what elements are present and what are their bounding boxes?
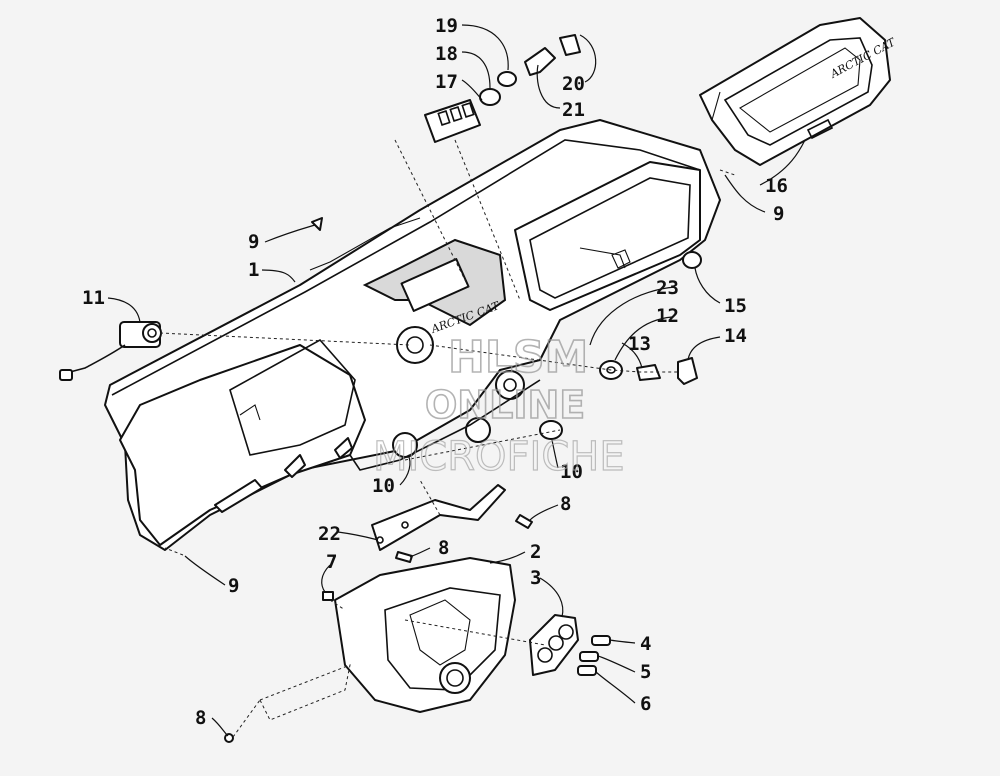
callout-17: 17 bbox=[435, 71, 458, 93]
callout-labels: 19 18 17 20 21 16 9 9 1 11 23 15 12 13 1… bbox=[82, 15, 788, 729]
assembly-lines bbox=[159, 139, 736, 738]
callout-22: 22 bbox=[318, 523, 341, 545]
callout-9-top: 9 bbox=[248, 231, 259, 253]
callout-3: 3 bbox=[530, 567, 541, 589]
knob-10 bbox=[539, 420, 563, 440]
switch-18 bbox=[479, 88, 501, 106]
callout-7: 7 bbox=[326, 551, 337, 573]
trim-cover-16 bbox=[699, 17, 891, 166]
watermark-line2: ONLINE bbox=[425, 383, 585, 427]
callout-11: 11 bbox=[82, 287, 105, 309]
screw-9 bbox=[311, 217, 323, 231]
bulb-6 bbox=[577, 665, 597, 676]
callout-10-left: 10 bbox=[372, 475, 395, 497]
callout-12: 12 bbox=[656, 305, 679, 327]
watermark-line3: MICROFICHE bbox=[373, 434, 625, 480]
callout-21: 21 bbox=[562, 99, 585, 121]
callout-14: 14 bbox=[724, 325, 747, 347]
switch-19 bbox=[497, 71, 517, 87]
screw-8c bbox=[224, 733, 234, 743]
callout-15: 15 bbox=[724, 295, 747, 317]
key-13 bbox=[636, 364, 661, 381]
leader-lines bbox=[107, 24, 806, 737]
dash-panel bbox=[104, 119, 721, 551]
ignition-switch-11 bbox=[59, 321, 162, 381]
callout-2: 2 bbox=[530, 541, 541, 563]
key-cap-14 bbox=[677, 357, 698, 385]
callout-8-middle: 8 bbox=[438, 537, 449, 559]
switch-21 bbox=[524, 47, 556, 76]
callout-18: 18 bbox=[435, 43, 458, 65]
callout-20: 20 bbox=[562, 73, 585, 95]
callout-9-bottom: 9 bbox=[228, 575, 239, 597]
bulb-5 bbox=[579, 651, 599, 662]
gauge-housing-2 bbox=[334, 557, 516, 713]
watermark: HLSM ONLINE MICROFICHE bbox=[372, 331, 625, 480]
nut-7 bbox=[322, 591, 334, 601]
bulb-4 bbox=[591, 635, 611, 646]
switch-cap-20 bbox=[559, 34, 581, 56]
callout-8-upper: 8 bbox=[560, 493, 571, 515]
callout-4: 4 bbox=[640, 633, 651, 655]
screw-8a bbox=[515, 514, 533, 529]
switch-bank-17 bbox=[424, 99, 481, 143]
callout-6: 6 bbox=[640, 693, 651, 715]
watermark-line1: HLSM bbox=[448, 332, 588, 383]
callout-23: 23 bbox=[656, 277, 679, 299]
gauge-lens-3 bbox=[529, 614, 579, 676]
callout-13: 13 bbox=[628, 333, 651, 355]
callout-8-bottom: 8 bbox=[195, 707, 206, 729]
callout-9-right: 9 bbox=[773, 203, 784, 225]
callout-5: 5 bbox=[640, 661, 651, 683]
screw-8b bbox=[395, 551, 413, 563]
callout-19: 19 bbox=[435, 15, 458, 37]
grommet-15 bbox=[682, 251, 702, 269]
callout-16: 16 bbox=[765, 175, 788, 197]
callout-10-right: 10 bbox=[560, 461, 583, 483]
callout-1: 1 bbox=[248, 259, 259, 281]
